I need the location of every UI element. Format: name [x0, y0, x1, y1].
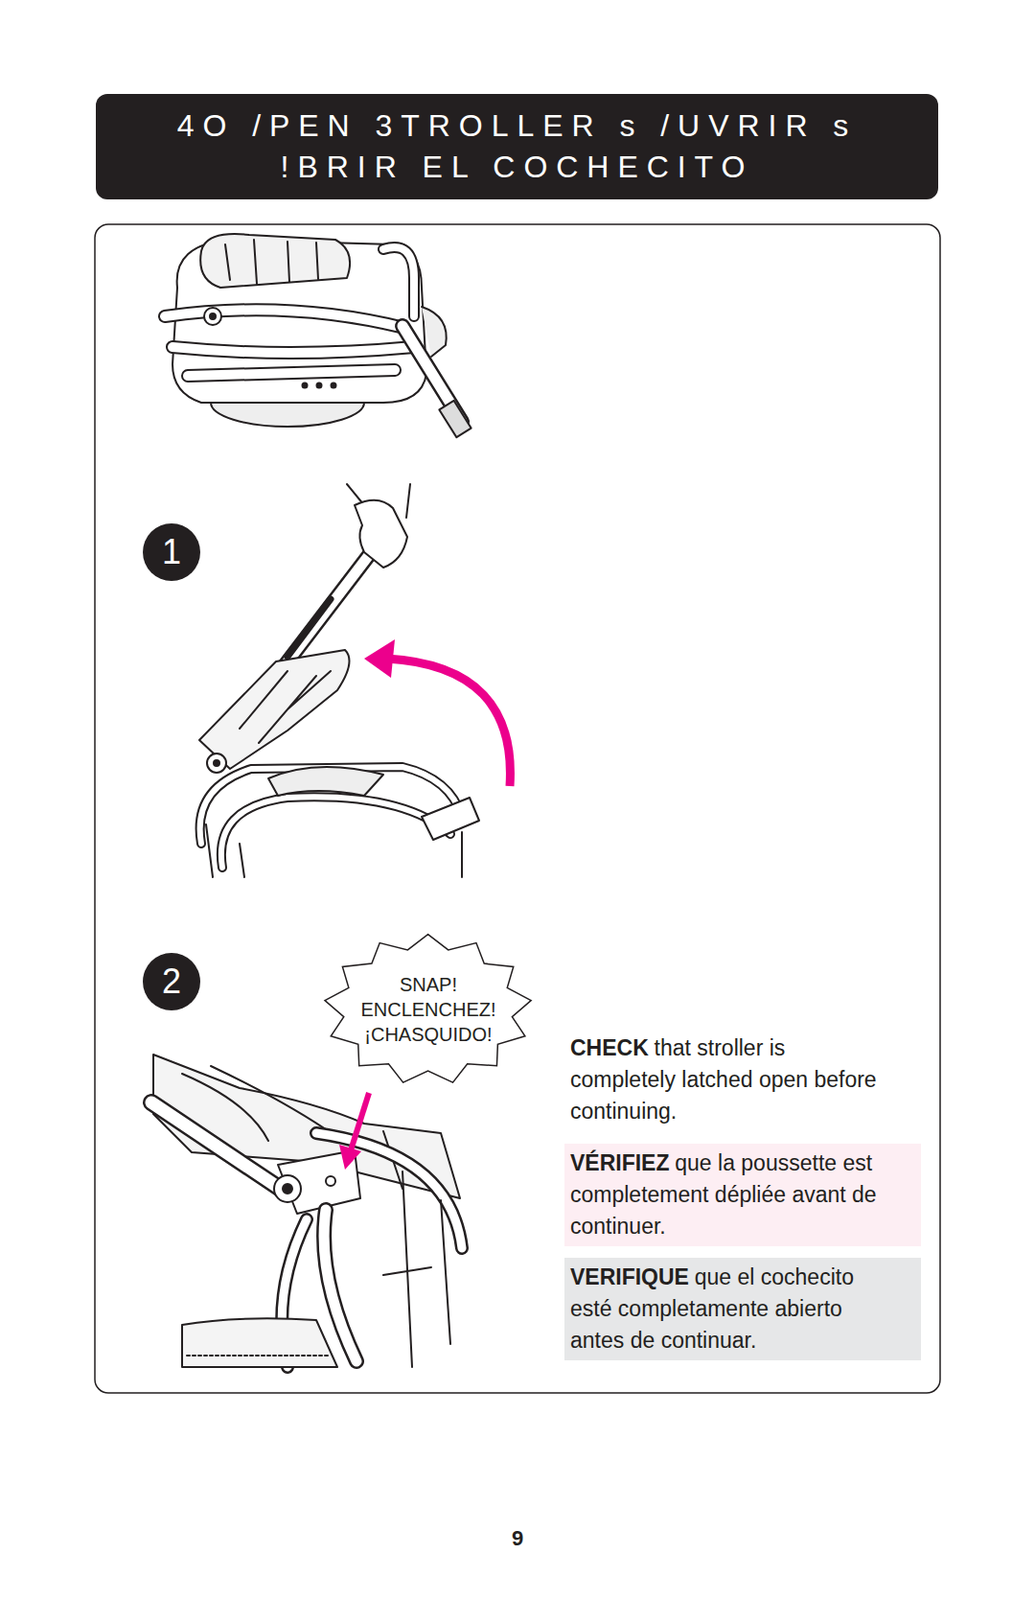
line-art [209, 313, 216, 320]
line-art [207, 753, 227, 773]
line-art [221, 796, 451, 868]
line-art [387, 658, 510, 786]
line-art [350, 1092, 369, 1150]
line-art [302, 383, 308, 389]
line-art [239, 670, 331, 743]
line-art [182, 1317, 338, 1367]
line-art [199, 483, 510, 877]
step-number: 2 [142, 952, 201, 1011]
note-text-block: VÉRIFIEZque la poussette est completemen… [570, 1147, 882, 1242]
line-art [204, 307, 222, 325]
note-heading: CHECK [570, 1035, 649, 1060]
line-art [200, 233, 350, 288]
line-art [200, 766, 462, 844]
line-art [206, 824, 462, 877]
line-art [186, 1354, 331, 1357]
line-art [421, 797, 480, 840]
page-number-box: 9 [479, 1525, 556, 1551]
line-art [354, 500, 408, 568]
line-art [331, 383, 337, 389]
line-art [200, 766, 462, 844]
line-art [225, 239, 319, 284]
line-art [317, 383, 322, 389]
line-art [164, 309, 405, 328]
line-art [438, 400, 471, 437]
line-art [383, 1171, 451, 1367]
line-art [323, 1209, 357, 1361]
line-art [187, 369, 395, 376]
french-note: VÉRIFIEZque la poussette est completemen… [564, 1143, 921, 1246]
line-art [94, 224, 941, 1393]
callout-number: 2 [161, 964, 182, 999]
line-art [187, 369, 395, 376]
spanish-note: VERIFIQUEque el cochecito esté completam… [564, 1257, 921, 1360]
line-art [172, 346, 414, 353]
line-art [325, 1175, 336, 1186]
line-art [383, 247, 414, 317]
note-text: SNAP! ENCLENCHEZ! ¡CHASQUIDO! [360, 971, 496, 1047]
line-art [164, 233, 472, 437]
line-art [164, 309, 405, 328]
callout-burst: SNAP! ENCLENCHEZ! ¡CHASQUIDO! [322, 932, 534, 1086]
note-text-block: VERIFIQUEque el cochecito esté completam… [570, 1261, 882, 1357]
note-heading: VERIFIQUE [570, 1264, 690, 1289]
callout-number: 1 [161, 534, 182, 570]
line-art [364, 639, 395, 678]
burst-shape [324, 934, 531, 1083]
note-heading: VÉRIFIEZ [570, 1150, 670, 1175]
line-art [274, 1174, 301, 1202]
step-number: 1 [142, 523, 201, 581]
line-art [151, 1102, 288, 1194]
page-number: 9 [511, 1525, 524, 1550]
line-art [339, 1144, 362, 1170]
line-art [383, 247, 414, 317]
line-art [323, 1209, 357, 1361]
line-art [282, 1183, 293, 1194]
line-art [172, 346, 414, 353]
line-art [213, 759, 220, 766]
line-art [221, 796, 451, 868]
line-art [151, 1102, 288, 1194]
line-art [151, 1054, 462, 1367]
title-text: 4O /PEN 3TROLLER s /UVRIR s !BRIR EL COC… [134, 105, 900, 188]
line-art [287, 598, 331, 657]
title-band: 4O /PEN 3TROLLER s /UVRIR s !BRIR EL COC… [95, 93, 939, 200]
english-note: CHECKthat stroller is completely latched… [570, 1032, 882, 1127]
line-art [421, 306, 447, 357]
line-art [199, 649, 350, 769]
line-art [268, 766, 384, 796]
